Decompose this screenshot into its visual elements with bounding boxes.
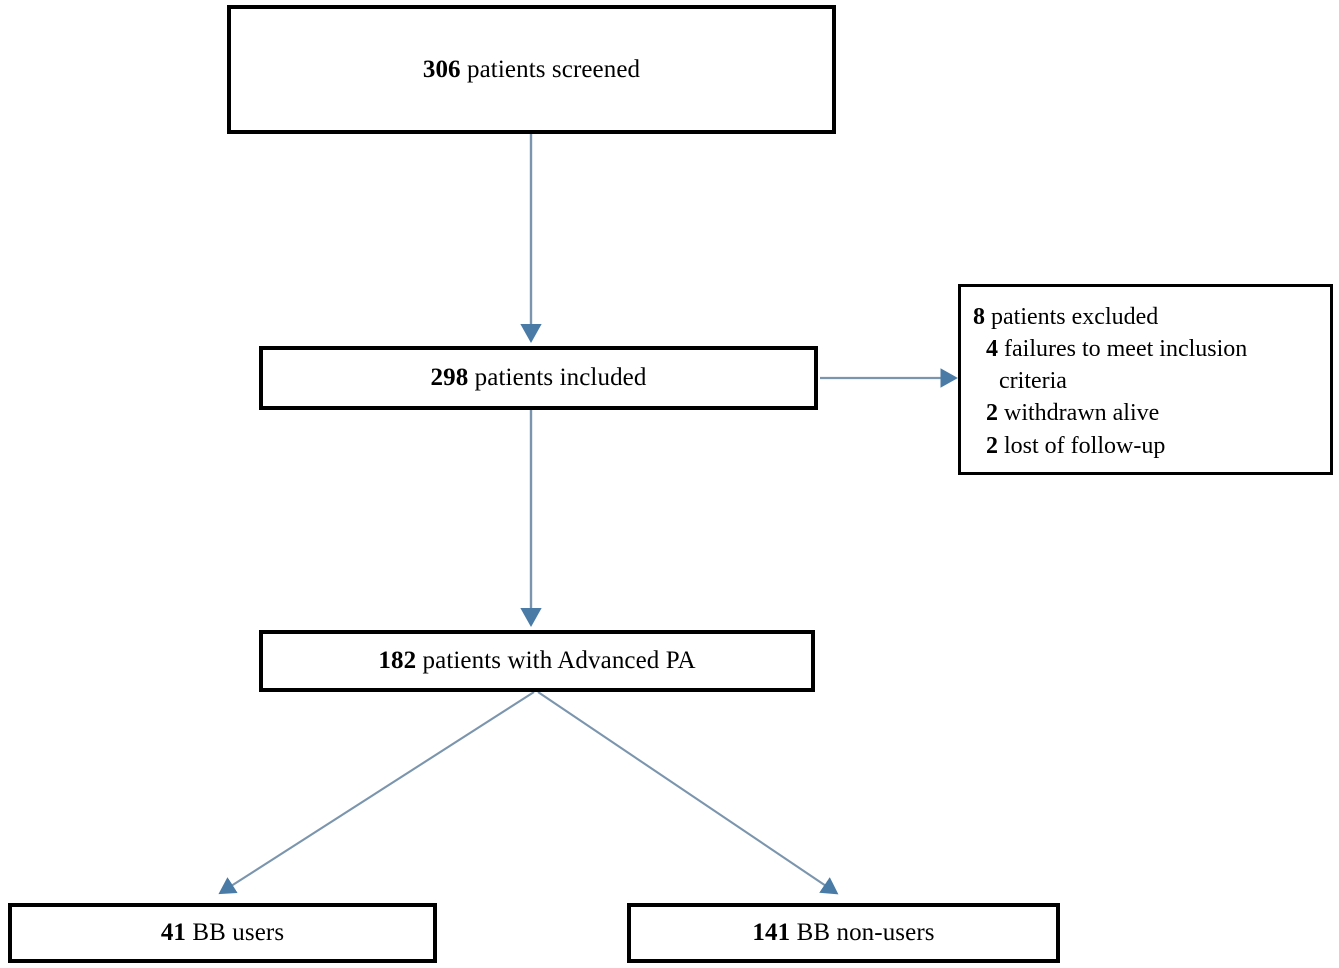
node-patients-advanced-pa: 182 patients with Advanced PA	[259, 630, 815, 692]
excluded-lost-count: 2	[986, 432, 998, 459]
node-patients-included: 298 patients included	[259, 346, 818, 410]
node-bb-users-label: BB users	[186, 919, 285, 947]
excluded-withdrawn-count: 2	[986, 400, 998, 427]
excluded-lost-label: lost of follow-up	[998, 432, 1166, 459]
node-patients-screened: 306 patients screened	[227, 5, 836, 134]
node-bb-nonusers-count: 141	[752, 919, 791, 947]
node-advanced-count: 182	[378, 647, 417, 675]
node-bb-users: 41 BB users	[8, 903, 437, 963]
node-screened-text: 306 patients screened	[423, 54, 640, 85]
excluded-line-withdrawn: 2 withdrawn alive	[986, 397, 1320, 429]
node-bb-users-count: 41	[160, 919, 187, 947]
node-included-label: patients included	[468, 364, 647, 392]
excluded-withdrawn-label: withdrawn alive	[998, 400, 1160, 427]
node-bb-users-text: 41 BB users	[161, 917, 284, 948]
node-bb-nonusers-text: 141 BB non-users	[752, 917, 934, 948]
node-advanced-text: 182 patients with Advanced PA	[378, 645, 695, 676]
excluded-reason-list: 8 patients excluded 4 failures to meet i…	[973, 301, 1320, 462]
node-screened-label: patients screened	[460, 55, 641, 83]
node-included-count: 298	[430, 364, 469, 392]
excluded-line-lost-followup: 2 lost of follow-up	[986, 430, 1320, 462]
node-advanced-label: patients with Advanced PA	[416, 647, 696, 675]
excluded-inclusion-label: failures to meet inclusion criteria	[998, 336, 1248, 395]
excluded-line-total: 8 patients excluded	[973, 301, 1320, 333]
arrow-advanced-to-bb-nonusers	[537, 691, 839, 895]
excluded-inclusion-count: 4	[986, 336, 998, 363]
excluded-total-label: patients excluded	[985, 304, 1159, 330]
node-patients-excluded: 8 patients excluded 4 failures to meet i…	[958, 284, 1333, 475]
arrow-advanced-to-bb-users	[218, 691, 535, 895]
node-screened-count: 306	[422, 55, 461, 83]
node-bb-nonusers-label: BB non-users	[790, 919, 935, 947]
excluded-line-inclusion-criteria: 4 failures to meet inclusion criteria	[986, 333, 1320, 397]
node-bb-non-users: 141 BB non-users	[627, 903, 1060, 963]
node-included-text: 298 patients included	[431, 362, 647, 393]
excluded-total-count: 8	[973, 304, 985, 330]
